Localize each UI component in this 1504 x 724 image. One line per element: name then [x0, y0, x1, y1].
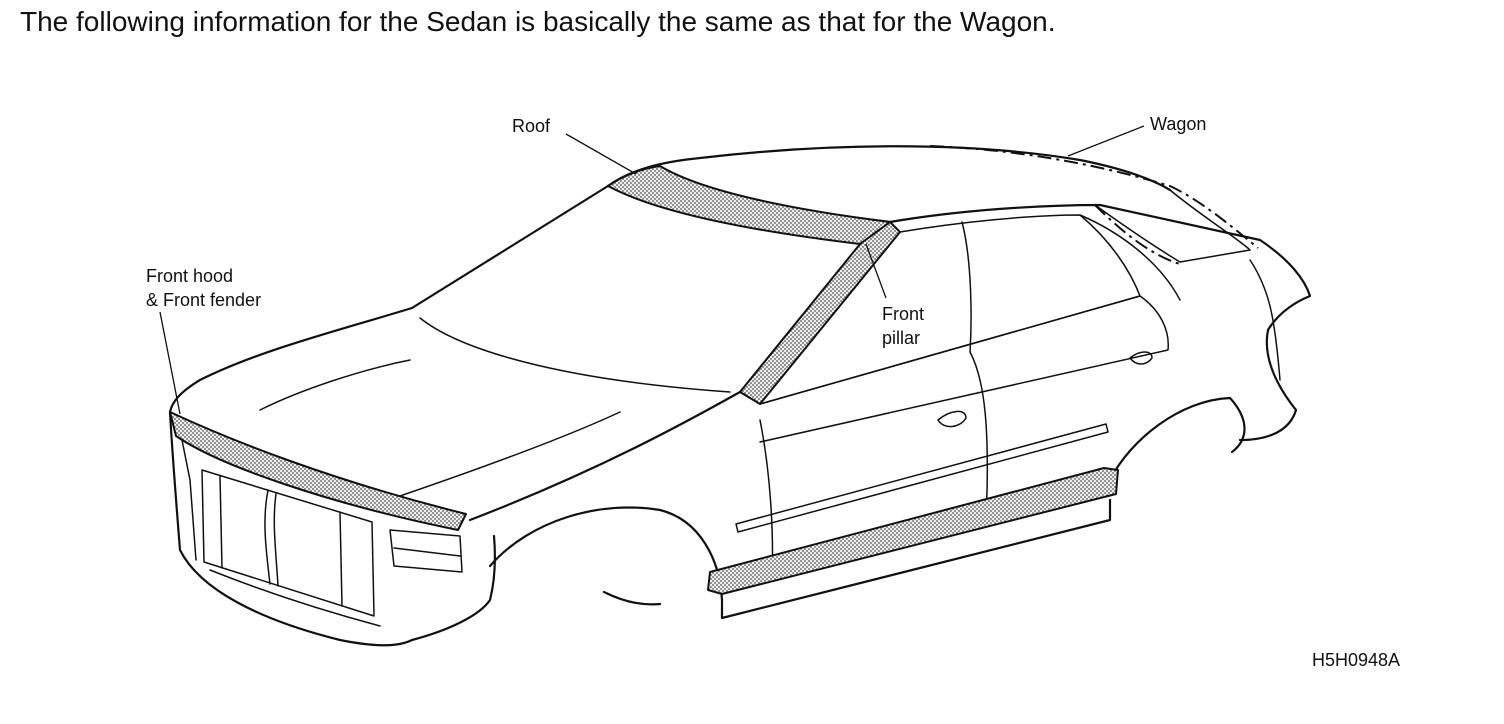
label-wagon: Wagon — [1150, 114, 1206, 134]
label-front-hood-line2: & Front fender — [146, 290, 261, 310]
label-front-hood-line1: Front hood — [146, 266, 233, 286]
leader-front-hood — [159, 311, 181, 415]
front-pillar — [739, 221, 901, 405]
highlighted-areas — [169, 165, 1119, 595]
roof-front-rail — [607, 165, 891, 245]
label-front-pillar-line1: Front — [882, 304, 924, 324]
label-front-pillar-line2: pillar — [882, 328, 920, 348]
label-roof: Roof — [512, 116, 551, 136]
page-heading: The following information for the Sedan … — [20, 6, 1056, 37]
car-body-outline — [168, 145, 1312, 647]
leader-front-pillar — [865, 243, 887, 299]
wagon-roof-outline — [929, 145, 1259, 265]
rocker-panel — [707, 467, 1119, 595]
figure-id: H5H0948A — [1312, 650, 1400, 670]
leader-wagon — [1067, 125, 1145, 157]
leader-roof — [565, 133, 637, 175]
front-hood-edge — [169, 411, 467, 531]
